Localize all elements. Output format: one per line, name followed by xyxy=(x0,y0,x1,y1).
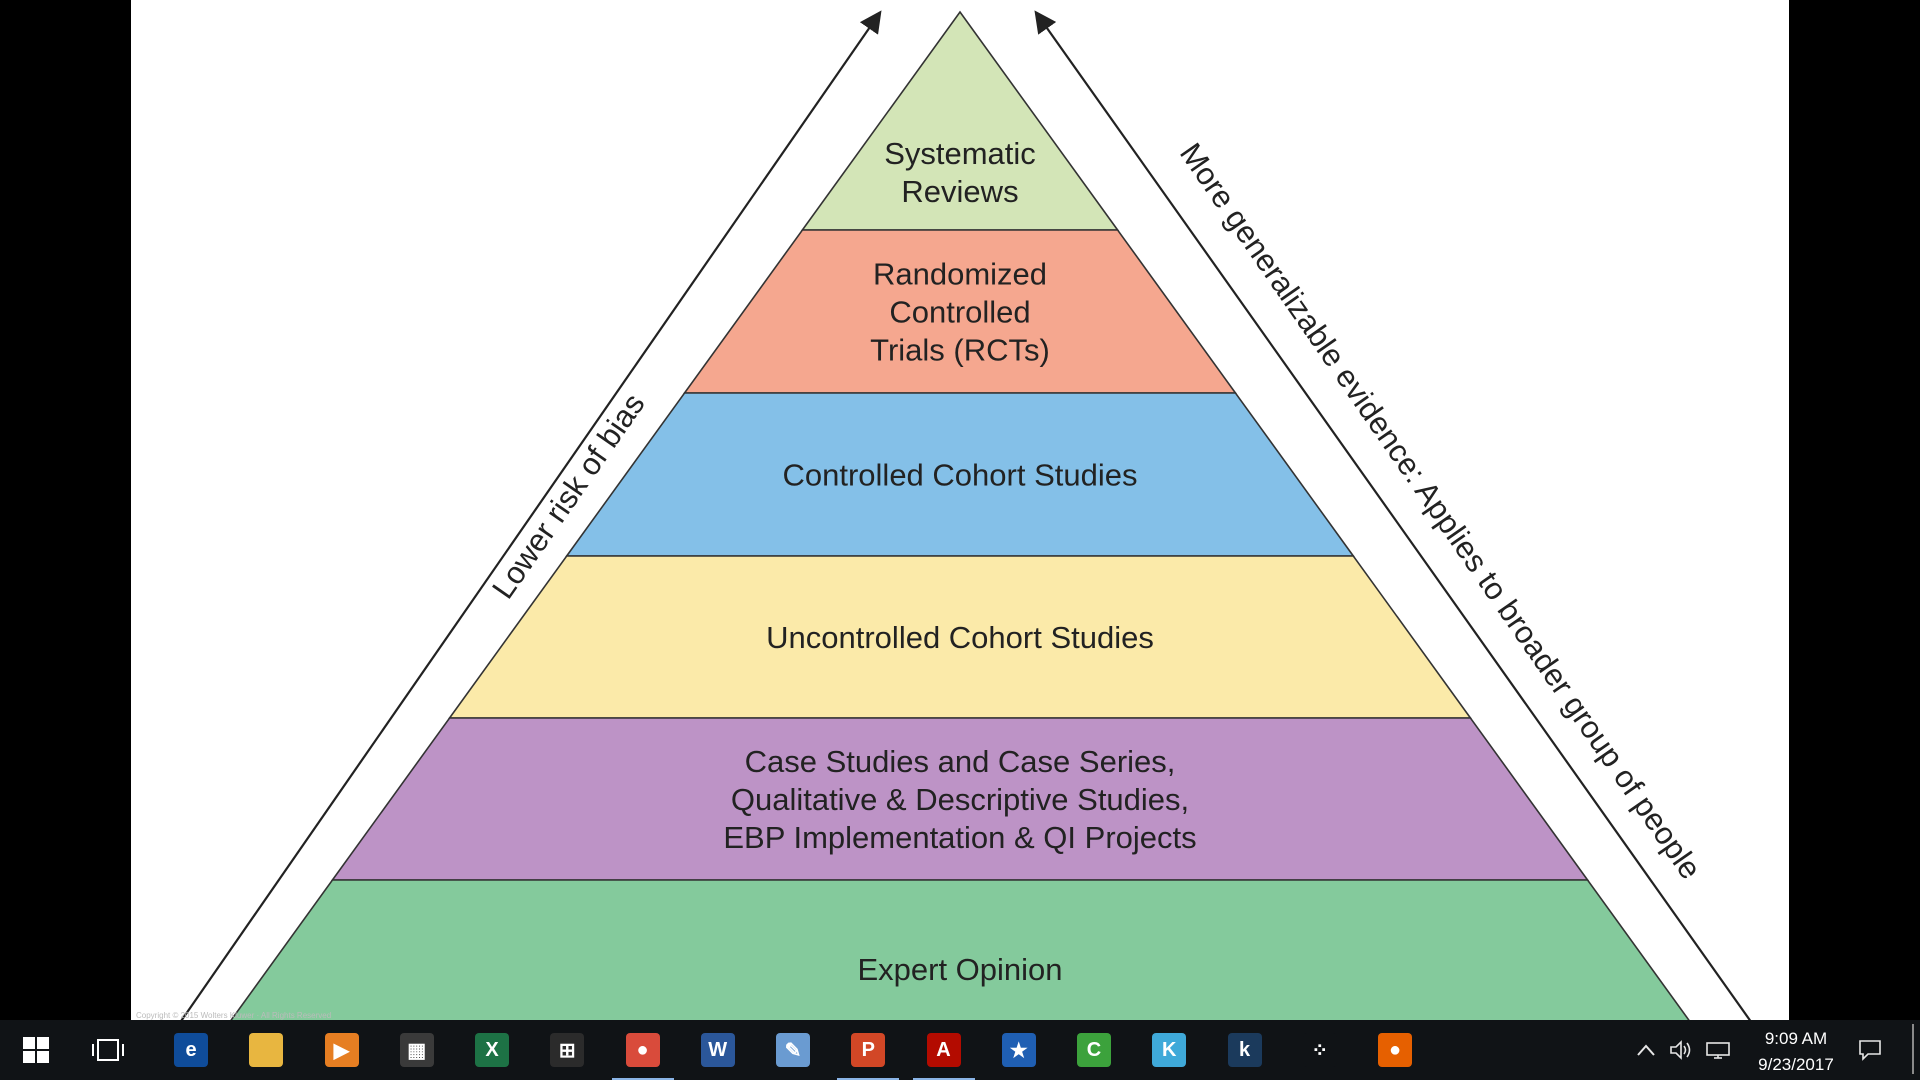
pyramid-tier-6 xyxy=(230,879,1690,1020)
tier-5-label-line: EBP Implementation & QI Projects xyxy=(723,820,1196,855)
powerpoint-icon: P xyxy=(851,1033,886,1067)
tier-4-label-line: Uncontrolled Cohort Studies xyxy=(766,620,1154,655)
tier-6-label-line: Expert Opinion xyxy=(857,952,1062,987)
movie-maker-taskbar-button[interactable]: ★ xyxy=(988,1020,1050,1080)
tier-5-label-line: Qualitative & Descriptive Studies, xyxy=(731,782,1189,817)
calculator-taskbar-button[interactable]: ▦ xyxy=(386,1020,448,1080)
powerpoint-taskbar-button[interactable]: P xyxy=(837,1020,900,1080)
dots-app-taskbar-button[interactable]: ⁘ xyxy=(1289,1020,1351,1080)
tier-2-label-line: Trials (RCTs) xyxy=(870,333,1050,368)
windows-logo-icon xyxy=(23,1037,49,1063)
calculator-icon: ▦ xyxy=(399,1033,434,1067)
notification-icon xyxy=(1859,1040,1881,1061)
clock[interactable]: 9:09 AM 9/23/2017 xyxy=(1746,1026,1846,1078)
chevron-up-icon xyxy=(1637,1044,1655,1056)
acrobat-taskbar-button[interactable]: A xyxy=(912,1020,975,1080)
tier-5-label-line: Case Studies and Case Series, xyxy=(745,744,1176,779)
word-icon: W xyxy=(700,1033,735,1067)
edge-icon: e xyxy=(174,1033,208,1067)
volume-button[interactable] xyxy=(1666,1020,1696,1080)
tier-3-label-line: Controlled Cohort Studies xyxy=(783,458,1138,493)
dots-app-icon: ⁘ xyxy=(1302,1033,1337,1067)
camtasia-icon: C xyxy=(1077,1033,1111,1067)
excel-taskbar-button[interactable]: X xyxy=(461,1020,523,1080)
tier-1-label-line: Systematic xyxy=(884,136,1036,171)
task-view-icon xyxy=(92,1039,124,1061)
network-icon xyxy=(1706,1042,1730,1059)
edge-taskbar-button[interactable]: e xyxy=(160,1020,222,1080)
show-desktop-button[interactable] xyxy=(1912,1024,1914,1074)
kindle-icon: k xyxy=(1227,1033,1262,1067)
start-button[interactable] xyxy=(14,1020,58,1080)
firefox-taskbar-button[interactable]: ● xyxy=(1364,1020,1426,1080)
store-taskbar-button[interactable]: ⊞ xyxy=(536,1020,598,1080)
media-player-icon: ▶ xyxy=(324,1033,359,1067)
speaker-icon xyxy=(1670,1040,1691,1060)
action-center-button[interactable] xyxy=(1852,1020,1888,1080)
network-button[interactable] xyxy=(1704,1020,1734,1080)
paint-icon: ✎ xyxy=(776,1033,810,1067)
task-view-button[interactable] xyxy=(84,1020,132,1080)
camtasia-taskbar-button[interactable]: C xyxy=(1063,1020,1125,1080)
left-arrow xyxy=(180,10,882,1020)
paint-taskbar-button[interactable]: ✎ xyxy=(762,1020,824,1080)
chrome-taskbar-button[interactable]: ● xyxy=(611,1020,674,1080)
kodi-taskbar-button[interactable]: K xyxy=(1138,1020,1200,1080)
tier-1-label-line: Reviews xyxy=(901,174,1018,209)
acrobat-icon: A xyxy=(926,1033,961,1067)
file-explorer-icon xyxy=(249,1033,284,1067)
file-explorer-taskbar-button[interactable] xyxy=(235,1020,297,1080)
firefox-icon: ● xyxy=(1378,1033,1412,1067)
tier-2-label-line: Randomized xyxy=(873,257,1047,292)
store-icon: ⊞ xyxy=(550,1033,585,1067)
kodi-icon: K xyxy=(1152,1033,1187,1067)
chrome-icon: ● xyxy=(625,1033,660,1067)
tier-2-label-line: Controlled xyxy=(889,295,1030,330)
movie-maker-icon: ★ xyxy=(1001,1033,1036,1067)
clock-time: 9:09 AM xyxy=(1764,1029,1828,1048)
excel-icon: X xyxy=(475,1033,509,1067)
evidence-pyramid: SystematicReviewsRandomizedControlledTri… xyxy=(180,10,1752,1020)
word-taskbar-button[interactable]: W xyxy=(687,1020,749,1080)
kindle-taskbar-button[interactable]: k xyxy=(1214,1020,1276,1080)
media-player-taskbar-button[interactable]: ▶ xyxy=(311,1020,373,1080)
copyright-notice: Copyright © 2015 Wolters Kluwer · All Ri… xyxy=(136,1011,332,1020)
right-arrow xyxy=(1034,10,1752,1020)
show-hidden-icons-button[interactable] xyxy=(1632,1020,1660,1080)
clock-date: 9/23/2017 xyxy=(1758,1055,1834,1074)
